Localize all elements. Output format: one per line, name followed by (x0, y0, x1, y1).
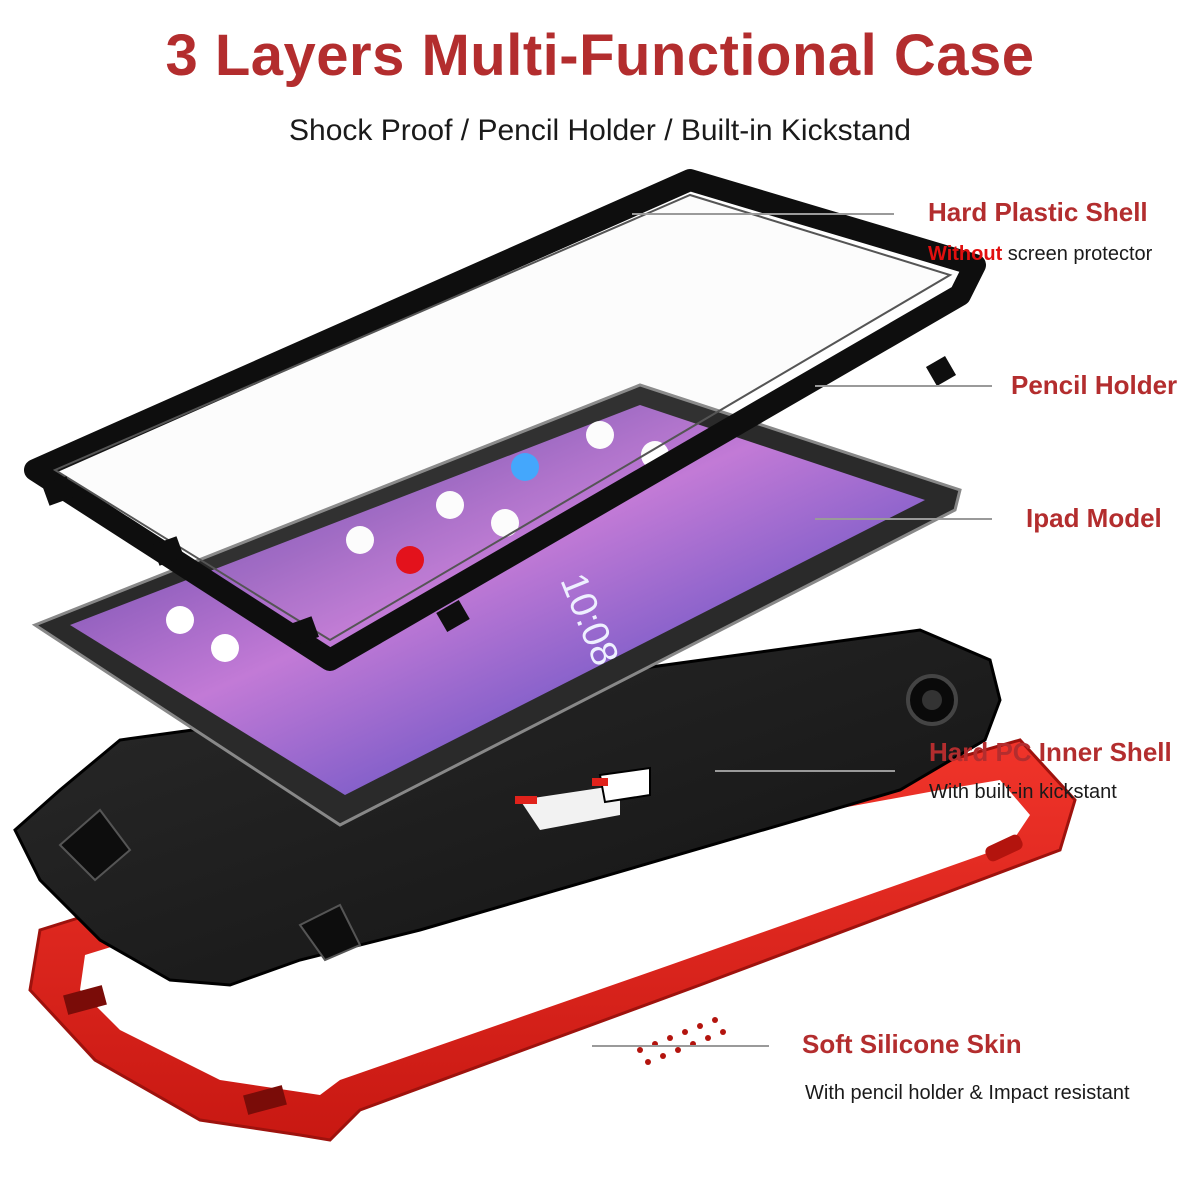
callout-desc-hard-pc-inner-shell: With built-in kickstant (929, 781, 1117, 803)
hard-plastic-shell (24, 169, 986, 671)
callout-title-hard-plastic-shell: Hard Plastic Shell (928, 197, 1148, 227)
callout-title-soft-silicone-skin: Soft Silicone Skin (802, 1029, 1022, 1059)
app-icons (166, 421, 669, 662)
leader-line-ipad-model (815, 518, 992, 520)
soft-silicone-skin (28, 738, 1077, 1142)
callout-desc-highlight: Without (928, 243, 1003, 265)
callout-title-pencil-holder: Pencil Holder (1011, 370, 1178, 400)
callout-title-ipad-model: Ipad Model (1026, 503, 1162, 533)
page-subtitle: Shock Proof / Pencil Holder / Built-in K… (289, 114, 911, 147)
tablet-model: 10:08 (31, 383, 962, 827)
callout-desc-soft-silicone-skin: With pencil holder & Impact resistant (805, 1082, 1130, 1104)
callout-title-hard-pc-inner-shell: Hard PC Inner Shell (929, 737, 1172, 767)
hard-pc-inner-shell (13, 628, 1002, 987)
page-title: 3 Layers Multi-Functional Case (165, 23, 1035, 88)
honeycomb-grip-texture (637, 1017, 726, 1065)
leader-line-hard-plastic-shell (632, 213, 894, 215)
callout-desc-hard-plastic-shell: Without screen protector (928, 243, 1152, 266)
leader-line-hard-pc-inner-shell (715, 770, 895, 772)
callout-desc-rest: screen protector (1002, 243, 1153, 265)
leader-line-pencil-holder (815, 385, 992, 387)
leader-line-soft-silicone-skin (592, 1045, 769, 1047)
kickstand (515, 766, 651, 830)
